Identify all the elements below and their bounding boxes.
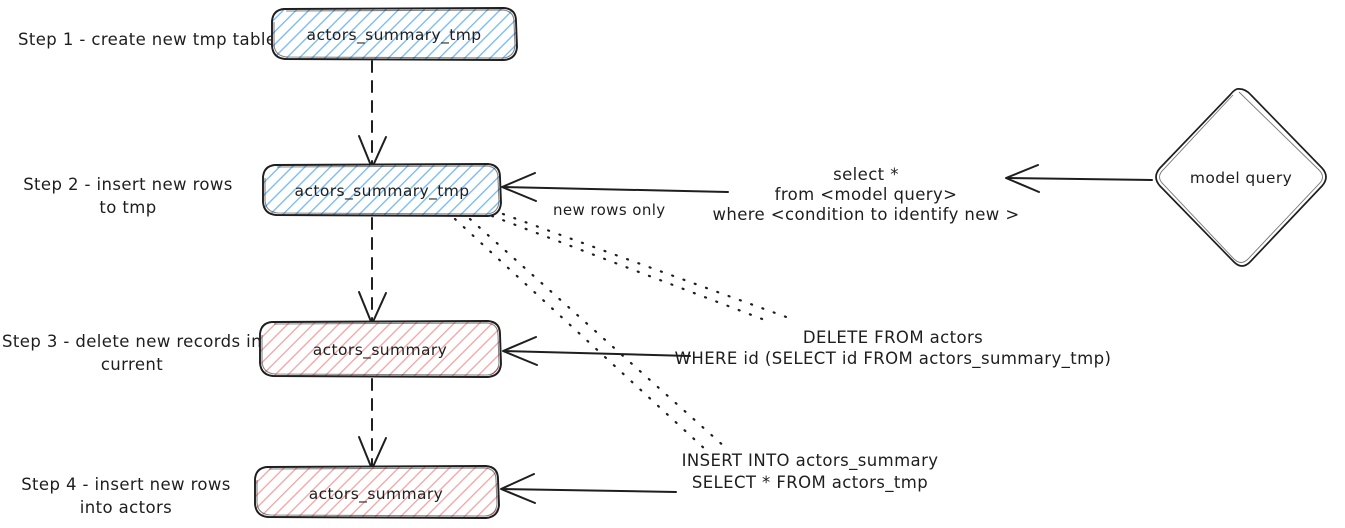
- insert-sql-line-1: INSERT INTO actors_summary: [682, 451, 939, 471]
- arrow-step3-to-step4: [358, 378, 387, 470]
- step-2-group: Step 2 - insert new rows to tmp actors_s…: [23, 163, 502, 217]
- node-4-shape-sketch: [256, 467, 498, 517]
- node-4-label: actors_summary: [309, 485, 444, 504]
- node-4-shape: [254, 465, 500, 519]
- dotted-insert-line: [468, 217, 728, 450]
- node-actors-summary-tmp-2[interactable]: actors_summary_tmp: [262, 163, 502, 217]
- arrow-ins-head: [500, 473, 536, 504]
- model-query-shape-sketch: [1159, 91, 1323, 263]
- arrow-mq-head: [1005, 164, 1040, 193]
- arrow-step1-to-step2: [358, 60, 387, 169]
- step-2-label-line-2: to tmp: [99, 198, 156, 217]
- model-query-label: model query: [1190, 169, 1292, 187]
- dotted-link-step2-to-delete: [490, 212, 791, 324]
- step-4-label-line-2: into actors: [80, 498, 172, 517]
- arrow-mq-line: [1006, 177, 1153, 181]
- step-3-label-line-1: Step 3 - delete new records in: [2, 332, 262, 351]
- node-model-query[interactable]: model query: [1155, 88, 1327, 267]
- arrow-msql-line: [502, 186, 729, 193]
- step-3-group: Step 3 - delete new records in current a…: [2, 320, 502, 378]
- step-4-group: Step 4 - insert new rows into actors act…: [21, 465, 500, 519]
- delete-sql-line-2: WHERE id (SELECT id FROM actors_summary_…: [675, 349, 1112, 369]
- model-sql-line-3: where <condition to identify new >: [712, 205, 1019, 224]
- node-actors-summary-tmp-1[interactable]: actors_summary_tmp: [271, 7, 518, 61]
- node-3-shape-sketch: [261, 322, 500, 376]
- arrow-modelsql-to-step2: new rows only: [501, 172, 729, 219]
- model-sql-line-1: select *: [833, 165, 899, 184]
- node-1-shape: [271, 7, 518, 61]
- arrow-modelquery-to-sql: [1005, 164, 1153, 193]
- model-sql-line-2: from <model query>: [775, 185, 958, 204]
- arrow-deletesql-to-step3: [502, 336, 691, 366]
- step-2-label-line-1: Step 2 - insert new rows: [23, 175, 233, 194]
- arrow-del-line: [503, 350, 691, 357]
- arrow-step2-to-step3: [358, 217, 387, 325]
- node-actors-summary-3[interactable]: actors_summary: [259, 320, 502, 378]
- dotted-delete-line: [501, 212, 791, 320]
- arrow-ins-line: [501, 488, 677, 493]
- annotation-delete-sql: DELETE FROM actors WHERE id (SELECT id F…: [675, 328, 1112, 369]
- node-3-label: actors_summary: [313, 341, 448, 360]
- step-1-group: Step 1 - create new tmp table actors_sum…: [18, 7, 518, 61]
- node-3-shape: [259, 320, 502, 378]
- arrow-insertsql-to-step4: [500, 473, 677, 504]
- node-2-shape-sketch: [264, 165, 500, 215]
- edge-label-new-rows-only: new rows only: [553, 201, 666, 219]
- annotation-model-query-sql: select * from <model query> where <condi…: [712, 165, 1019, 224]
- node-1-label: actors_summary_tmp: [307, 26, 482, 45]
- delete-sql-line-1: DELETE FROM actors: [803, 328, 983, 347]
- arrow-del-head: [502, 336, 538, 366]
- annotation-insert-sql: INSERT INTO actors_summary SELECT * FROM…: [682, 451, 939, 493]
- step-3-label-line-2: current: [101, 355, 163, 374]
- insert-sql-line-2: SELECT * FROM actors_tmp: [692, 473, 928, 493]
- node-2-label: actors_summary_tmp: [295, 182, 470, 201]
- node-2-shape: [262, 163, 502, 217]
- step-1-label: Step 1 - create new tmp table: [18, 30, 276, 49]
- arrow-msql-head: [501, 172, 537, 202]
- node-1-shape-sketch: [273, 9, 516, 59]
- dotted-delete-line-b: [490, 214, 772, 324]
- node-actors-summary-4[interactable]: actors_summary: [254, 465, 500, 519]
- step-4-label-line-1: Step 4 - insert new rows: [21, 475, 231, 494]
